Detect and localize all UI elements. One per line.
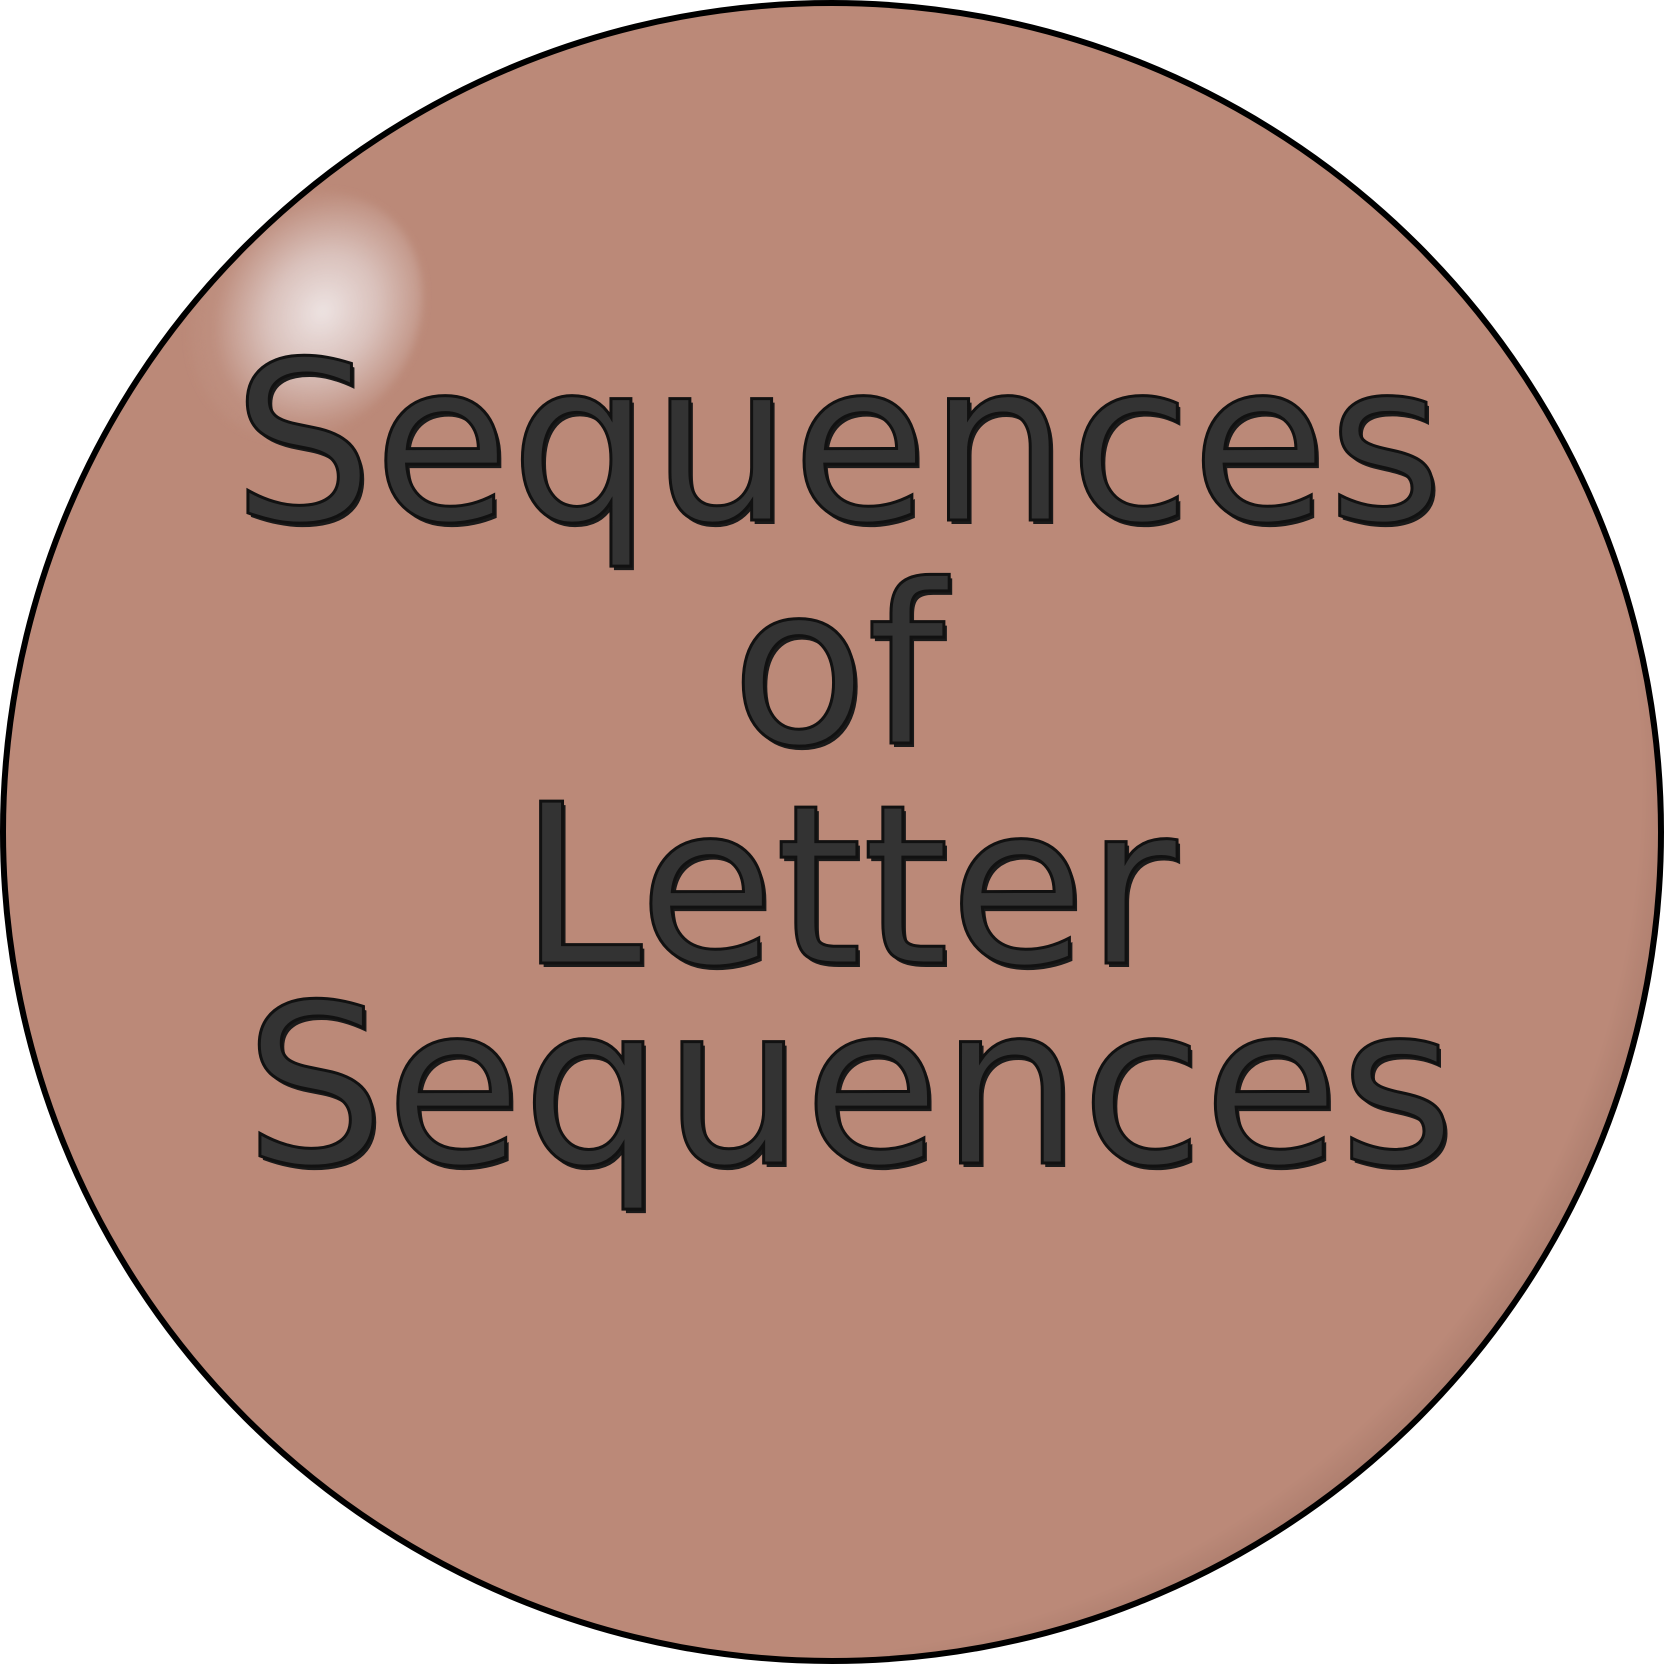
title-line-2: of — [730, 538, 947, 796]
title-line-4: Sequences — [243, 958, 1457, 1216]
title-line-1: Sequences — [231, 315, 1445, 573]
title-line-3: Letter — [517, 758, 1178, 1016]
